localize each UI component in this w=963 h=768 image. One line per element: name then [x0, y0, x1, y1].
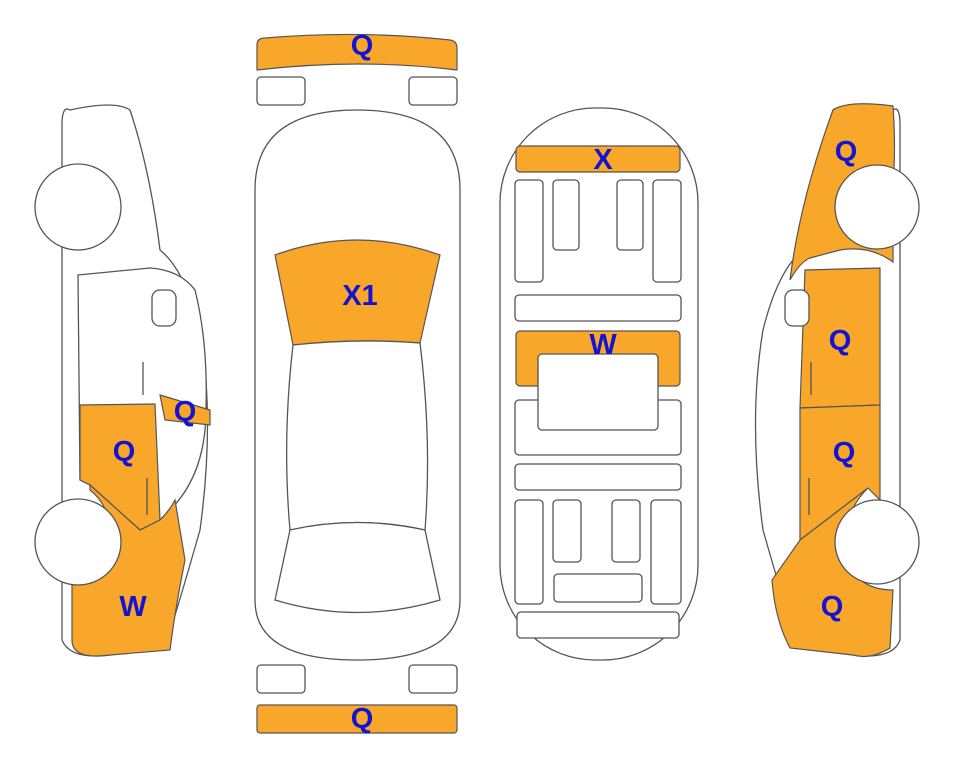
label-right-rear-quarter: Q [835, 136, 858, 168]
taillight-right [408, 664, 458, 694]
top-front-bumper-damage[interactable] [256, 33, 458, 71]
label-right-front-door: Q [833, 437, 856, 469]
label-left-front-door: Q [113, 436, 136, 468]
center-console [537, 353, 659, 431]
left-mirror [151, 289, 177, 327]
headlight-right [408, 76, 458, 106]
right-front-wheel [834, 499, 920, 585]
left-front-wheel [34, 498, 122, 586]
label-rear-bumper: Q [351, 703, 374, 735]
label-right-fender: Q [821, 591, 844, 623]
roof [285, 340, 429, 531]
taillight-left [256, 664, 306, 694]
right-front-door-damage[interactable] [799, 404, 881, 542]
trunk-panel [516, 611, 680, 639]
label-dashboard: X [593, 144, 613, 176]
rear-window [274, 521, 441, 614]
right-mirror [784, 289, 810, 327]
top-rear-bumper-damage[interactable] [256, 704, 458, 734]
label-center: W [589, 329, 617, 361]
right-rear-wheel [834, 164, 920, 250]
interior-view: X W [499, 107, 699, 661]
label-right-rear-door: Q [829, 325, 852, 357]
rear-bench [553, 573, 643, 603]
front-right-seat [616, 179, 644, 251]
label-windshield: X1 [342, 280, 377, 312]
front-right-seat-side [652, 179, 682, 283]
left-rear-wheel [34, 163, 122, 251]
left-mirror-damage[interactable] [159, 394, 211, 426]
label-front-bumper: Q [351, 30, 374, 62]
rear-left-seat [552, 499, 582, 563]
front-seat-back [514, 294, 682, 322]
front-left-seat-side [514, 179, 544, 283]
headlight-left [256, 76, 306, 106]
label-left-mirror: Q [174, 396, 197, 428]
top-view: Q X1 Q [254, 30, 461, 735]
rear-right-seat-side [650, 499, 682, 605]
front-left-seat [552, 179, 580, 251]
rear-right-seat [611, 499, 641, 563]
left-side-view: Q Q W [34, 104, 211, 657]
dashboard-damage[interactable] [515, 145, 681, 173]
label-left-fender: W [119, 591, 147, 623]
rear-left-seat-side [514, 499, 544, 605]
right-side-view: Q Q Q Q [754, 103, 920, 658]
rear-seat-back [514, 463, 682, 491]
